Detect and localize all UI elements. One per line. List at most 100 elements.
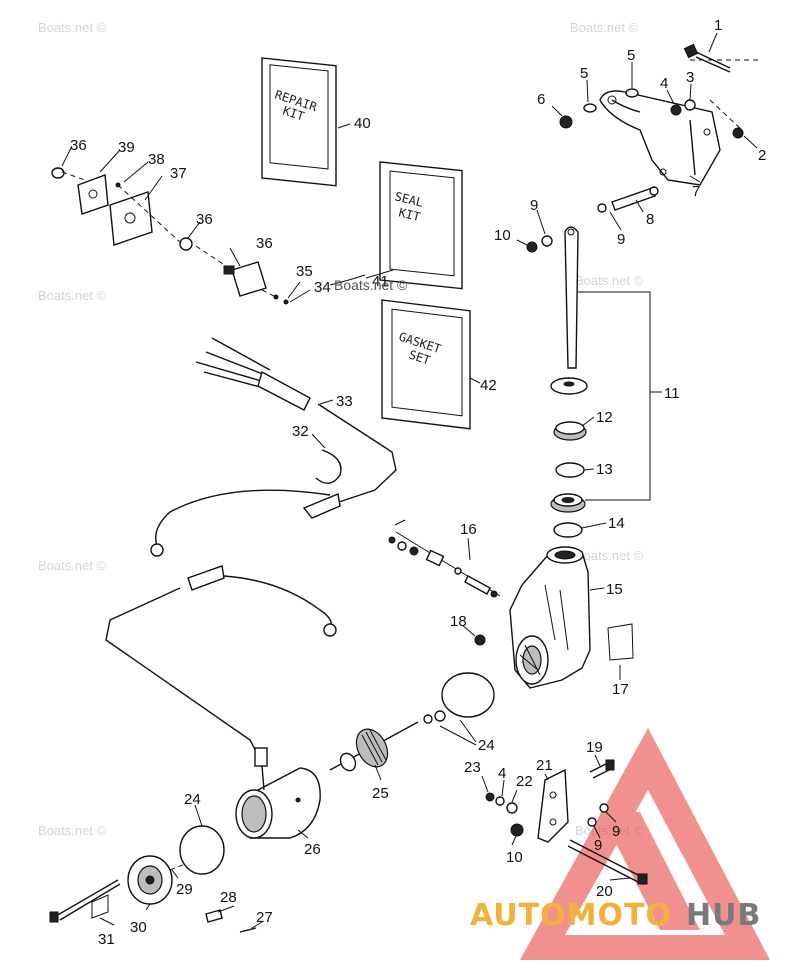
washer-24 [423, 714, 433, 724]
washer-22 [506, 802, 518, 814]
repair-kit-box: REPAIR KIT [261, 57, 337, 187]
washer-3 [684, 99, 696, 111]
gasket-set-box: GASKET SET [381, 299, 471, 430]
watermark: Boats.net © [38, 558, 107, 573]
callout-16: 16 [460, 521, 477, 538]
washer-9 [541, 235, 553, 247]
gasket-set-label: SET [407, 348, 432, 368]
callout-2: 2 [758, 147, 766, 164]
washer-4b [495, 796, 505, 806]
gasket-24b [179, 825, 225, 875]
watermark: Boats.net © [575, 273, 644, 288]
callout-12: 12 [596, 409, 613, 426]
seal-12 [553, 421, 587, 441]
callout-30: 30 [130, 919, 147, 936]
callout-32: 32 [292, 423, 309, 440]
logo-triangle [520, 728, 770, 960]
callout-4: 4 [660, 75, 668, 92]
washer-9d [587, 817, 597, 827]
watermark: Boats.net © [38, 823, 107, 838]
watermark: Boats.net © [38, 20, 107, 35]
label-17 [607, 623, 634, 661]
callout-8: 8 [646, 211, 654, 228]
watermark: Boats.net © [38, 288, 107, 303]
fitting-16 [388, 519, 501, 598]
callout-19: 19 [586, 739, 603, 756]
callout-9: 9 [617, 231, 625, 248]
seal-kit-label: KIT [397, 205, 421, 224]
motor-housing-26 [235, 767, 321, 839]
screw-35 [273, 294, 279, 300]
washer-9 [597, 203, 607, 213]
callout-9: 9 [594, 837, 602, 854]
callout-38: 38 [148, 151, 165, 168]
washer-5 [583, 103, 597, 113]
logo-text-hub: HUB [686, 898, 761, 933]
callout-10: 10 [506, 849, 523, 866]
bolt-31 [49, 879, 121, 923]
nut-10 [526, 241, 538, 253]
callout-39: 39 [118, 139, 135, 156]
callout-28: 28 [220, 889, 237, 906]
callout-18: 18 [450, 613, 467, 630]
nut-23 [485, 792, 495, 802]
armature-25 [329, 721, 419, 772]
watermark: Boats.net © [575, 548, 644, 563]
bracket-21 [537, 768, 569, 843]
callout-36: 36 [256, 235, 273, 252]
callout-15: 15 [606, 581, 623, 598]
screw-27 [239, 927, 257, 933]
nut-10b [510, 823, 524, 837]
clip-32 [315, 449, 342, 484]
dash-29 [169, 863, 186, 871]
callout-34: 34 [314, 279, 331, 296]
callout-25: 25 [372, 785, 389, 802]
callout-26: 26 [304, 841, 321, 858]
callout-29: 29 [176, 881, 193, 898]
pushrod [564, 226, 579, 369]
bracket-11 [578, 291, 662, 501]
watermark: Boats.net © [570, 20, 639, 35]
plate-37 [109, 191, 153, 246]
logo-text-automoto: AUTOMOTO [470, 898, 672, 933]
fitting-18 [474, 634, 486, 646]
callout-14: 14 [608, 515, 625, 532]
seal-kit-box: SEAL KIT [379, 161, 463, 290]
nut-36b [179, 237, 193, 251]
washer-24 [434, 710, 446, 722]
bolt-1 [683, 43, 731, 73]
leader-lines [61, 32, 758, 929]
washer-34 [283, 299, 289, 305]
callout-23: 23 [464, 759, 481, 776]
seal-kit-label: SEAL [393, 189, 424, 210]
callout-6: 6 [537, 91, 545, 108]
wiring-harness [105, 337, 397, 791]
callout-22: 22 [516, 773, 533, 790]
callout-13: 13 [596, 461, 613, 478]
mounting-bracket [599, 59, 760, 186]
automotohub-logo: AUTOMOTO HUB [470, 898, 761, 933]
callout-24: 24 [478, 737, 495, 754]
bolt-20 [567, 839, 648, 885]
callout-36: 36 [70, 137, 87, 154]
housing-15 [509, 546, 591, 689]
callout-11: 11 [664, 385, 680, 402]
callout-24: 24 [184, 791, 201, 808]
pin-8 [611, 186, 659, 211]
callout-4b: 4 [498, 765, 506, 782]
callout-41: 41 [372, 273, 389, 290]
callout-27: 27 [256, 909, 273, 926]
watermark: Boats.net © [334, 277, 408, 293]
callout-3: 3 [686, 69, 694, 86]
callout-5: 5 [580, 65, 588, 82]
nut-36a [51, 167, 65, 179]
washer-5 [625, 88, 639, 98]
callout-1: 1 [714, 17, 722, 34]
clip-28 [205, 909, 223, 923]
gasket-24 [441, 672, 495, 718]
washer-9c [599, 803, 609, 813]
callout-21: 21 [536, 757, 553, 774]
callout-33: 33 [336, 393, 353, 410]
callout-5: 5 [627, 47, 635, 64]
